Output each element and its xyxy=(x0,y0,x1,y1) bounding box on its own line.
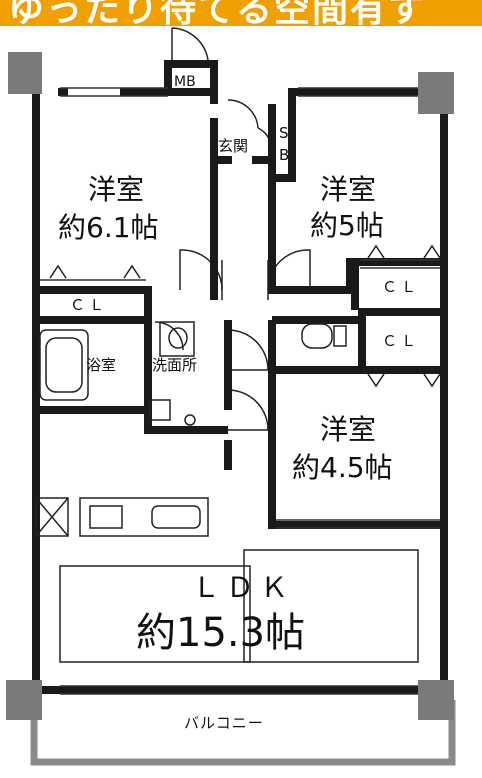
bathtub xyxy=(39,329,89,401)
balcony-label: バルコニー xyxy=(184,714,264,732)
ldk-size: 約15.3帖 xyxy=(136,610,306,656)
sink xyxy=(151,505,201,529)
door-swings xyxy=(154,27,311,431)
stove xyxy=(89,505,123,529)
ldk-name: ＬＤＫ xyxy=(192,571,295,604)
wall-room3-bottom xyxy=(268,370,444,529)
entrance-label: 玄関 xyxy=(218,137,249,155)
pillar-bottom-right xyxy=(418,680,454,720)
wash-basin xyxy=(159,321,195,357)
toilet xyxy=(301,323,333,349)
room2-size: 約5帖 xyxy=(310,209,384,242)
room1-name: 洋室 xyxy=(88,173,145,206)
shoebox-b-label: B xyxy=(279,146,290,164)
top-banner: ゆったり待てる空間有す xyxy=(0,0,482,26)
closet2-label: ＣＬ xyxy=(382,278,421,296)
washer xyxy=(149,399,171,421)
ldk-furniture xyxy=(59,549,419,663)
mb-door-swing xyxy=(171,27,209,61)
washroom-label: 洗面所 xyxy=(152,356,198,374)
bath-label: 浴室 xyxy=(86,356,117,374)
room3-name: 洋室 xyxy=(320,413,377,446)
pillar-top-left xyxy=(8,52,42,94)
room3-size: 約4.5帖 xyxy=(292,451,393,484)
fixtures xyxy=(35,321,347,537)
room1-door-swing xyxy=(179,249,223,291)
mb-label: MB xyxy=(174,74,196,90)
toilet-door-swing xyxy=(227,329,269,371)
closet3-label: ＣＬ xyxy=(382,332,421,350)
shoebox-s-label: S xyxy=(279,124,289,142)
pillar-top-right xyxy=(418,72,454,114)
windows xyxy=(40,87,440,695)
closet1-label: ＣＬ xyxy=(70,296,109,314)
banner-text: ゆったり待てる空間有す xyxy=(8,0,427,26)
entrance-door-swing xyxy=(227,99,259,129)
room2-name: 洋室 xyxy=(320,173,377,206)
wall-room2-bottom xyxy=(268,210,444,294)
pillars xyxy=(6,52,454,720)
fridge-space xyxy=(35,497,69,537)
door-ticks xyxy=(221,260,269,300)
pillar-bottom-left xyxy=(6,680,42,720)
balcony-railing xyxy=(30,700,456,766)
closet-door-marks xyxy=(49,244,441,388)
room3-door-swing xyxy=(227,389,269,431)
walls xyxy=(32,60,448,694)
room1-size: 約6.1帖 xyxy=(58,211,159,244)
kitchen-counter xyxy=(79,497,209,537)
